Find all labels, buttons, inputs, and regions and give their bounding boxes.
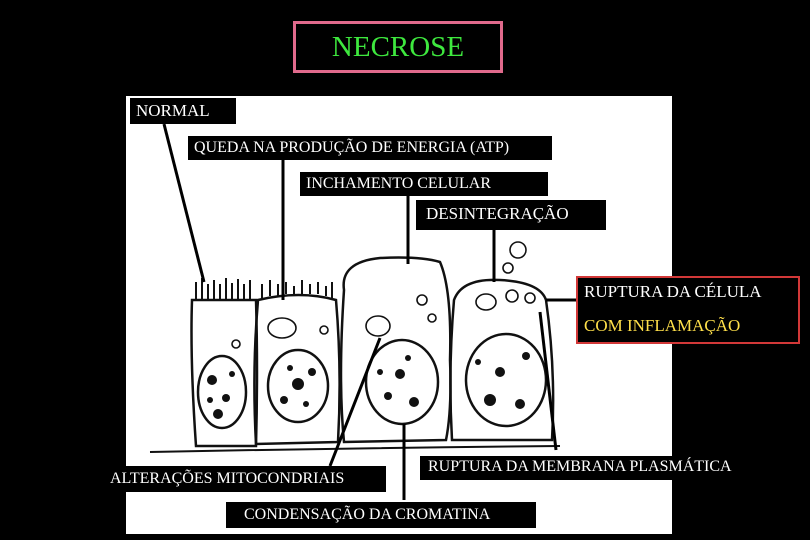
title-box: NECROSE	[293, 21, 503, 73]
label-inchamento: INCHAMENTO CELULAR	[300, 172, 548, 196]
ruptura-celula-box: RUPTURA DA CÉLULA COM INFLAMAÇÃO	[576, 276, 800, 344]
label-condensacao-cromatina: CONDENSAÇÃO DA CROMATINA	[226, 502, 536, 528]
label-com-inflamacao: COM INFLAMAÇÃO	[584, 316, 741, 335]
label-desintegracao: DESINTEGRAÇÃO	[416, 200, 606, 230]
label-alteracoes-mitocondriais: ALTERAÇÕES MITOCONDRIAIS	[104, 466, 386, 492]
label-ruptura-membrana: RUPTURA DA MEMBRANA PLASMÁTICA	[420, 456, 796, 480]
label-queda-energia: QUEDA NA PRODUÇÃO DE ENERGIA (ATP)	[188, 136, 552, 160]
diagram-title: NECROSE	[331, 30, 465, 63]
label-normal: NORMAL	[130, 98, 236, 124]
label-ruptura-celula: RUPTURA DA CÉLULA	[584, 282, 762, 301]
